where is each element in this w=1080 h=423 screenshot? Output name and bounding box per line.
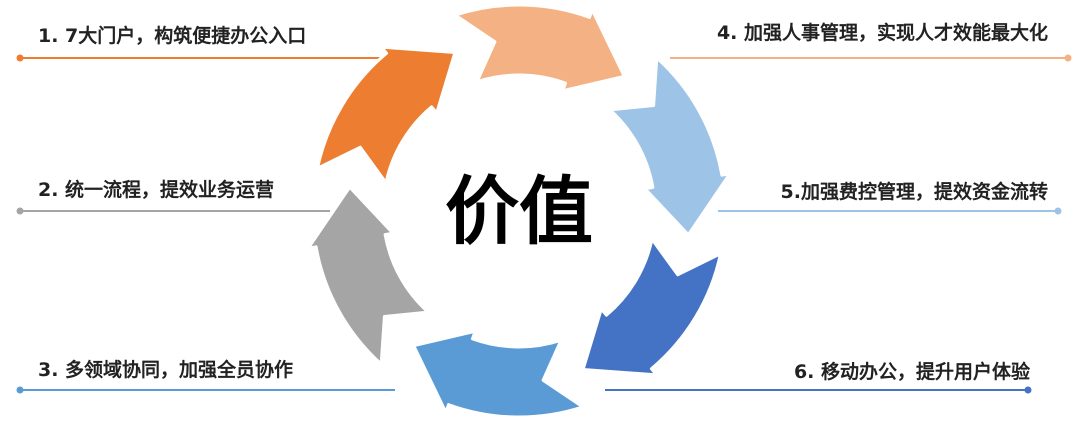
item-label-6: 6. 移动办公，提升用户体验 [793, 361, 1030, 383]
cycle-arrow-segment-5 [608, 56, 732, 237]
item-label-1: 1. 7大门户，构筑便捷办公入口 [38, 25, 307, 47]
cycle-arrow-segment-1 [316, 45, 457, 185]
item-label-2: 2. 统一流程，提效业务运营 [38, 179, 275, 201]
cycle-arrow-segment-2 [306, 185, 430, 366]
item-label-3: 3. 多领域协同，加强全员协作 [38, 359, 294, 381]
item-label-4: 4. 加强人事管理，实现人才效能最大化 [716, 22, 1048, 44]
leader-dot-6 [1024, 386, 1032, 394]
leader-dot-5 [1054, 207, 1062, 215]
leader-dot-1 [16, 54, 24, 62]
center-value-label: 价值 [445, 169, 593, 255]
leader-dot-2 [16, 207, 24, 215]
leader-dot-4 [1064, 54, 1072, 62]
cycle-arrow-segment-4 [453, 3, 626, 93]
item-label-5: 5.加强费控管理，提效资金流转 [780, 181, 1048, 203]
cycle-arrow-segment-6 [581, 237, 722, 377]
leader-dot-3 [16, 386, 24, 394]
cycle-arrow-segment-3 [412, 329, 585, 419]
